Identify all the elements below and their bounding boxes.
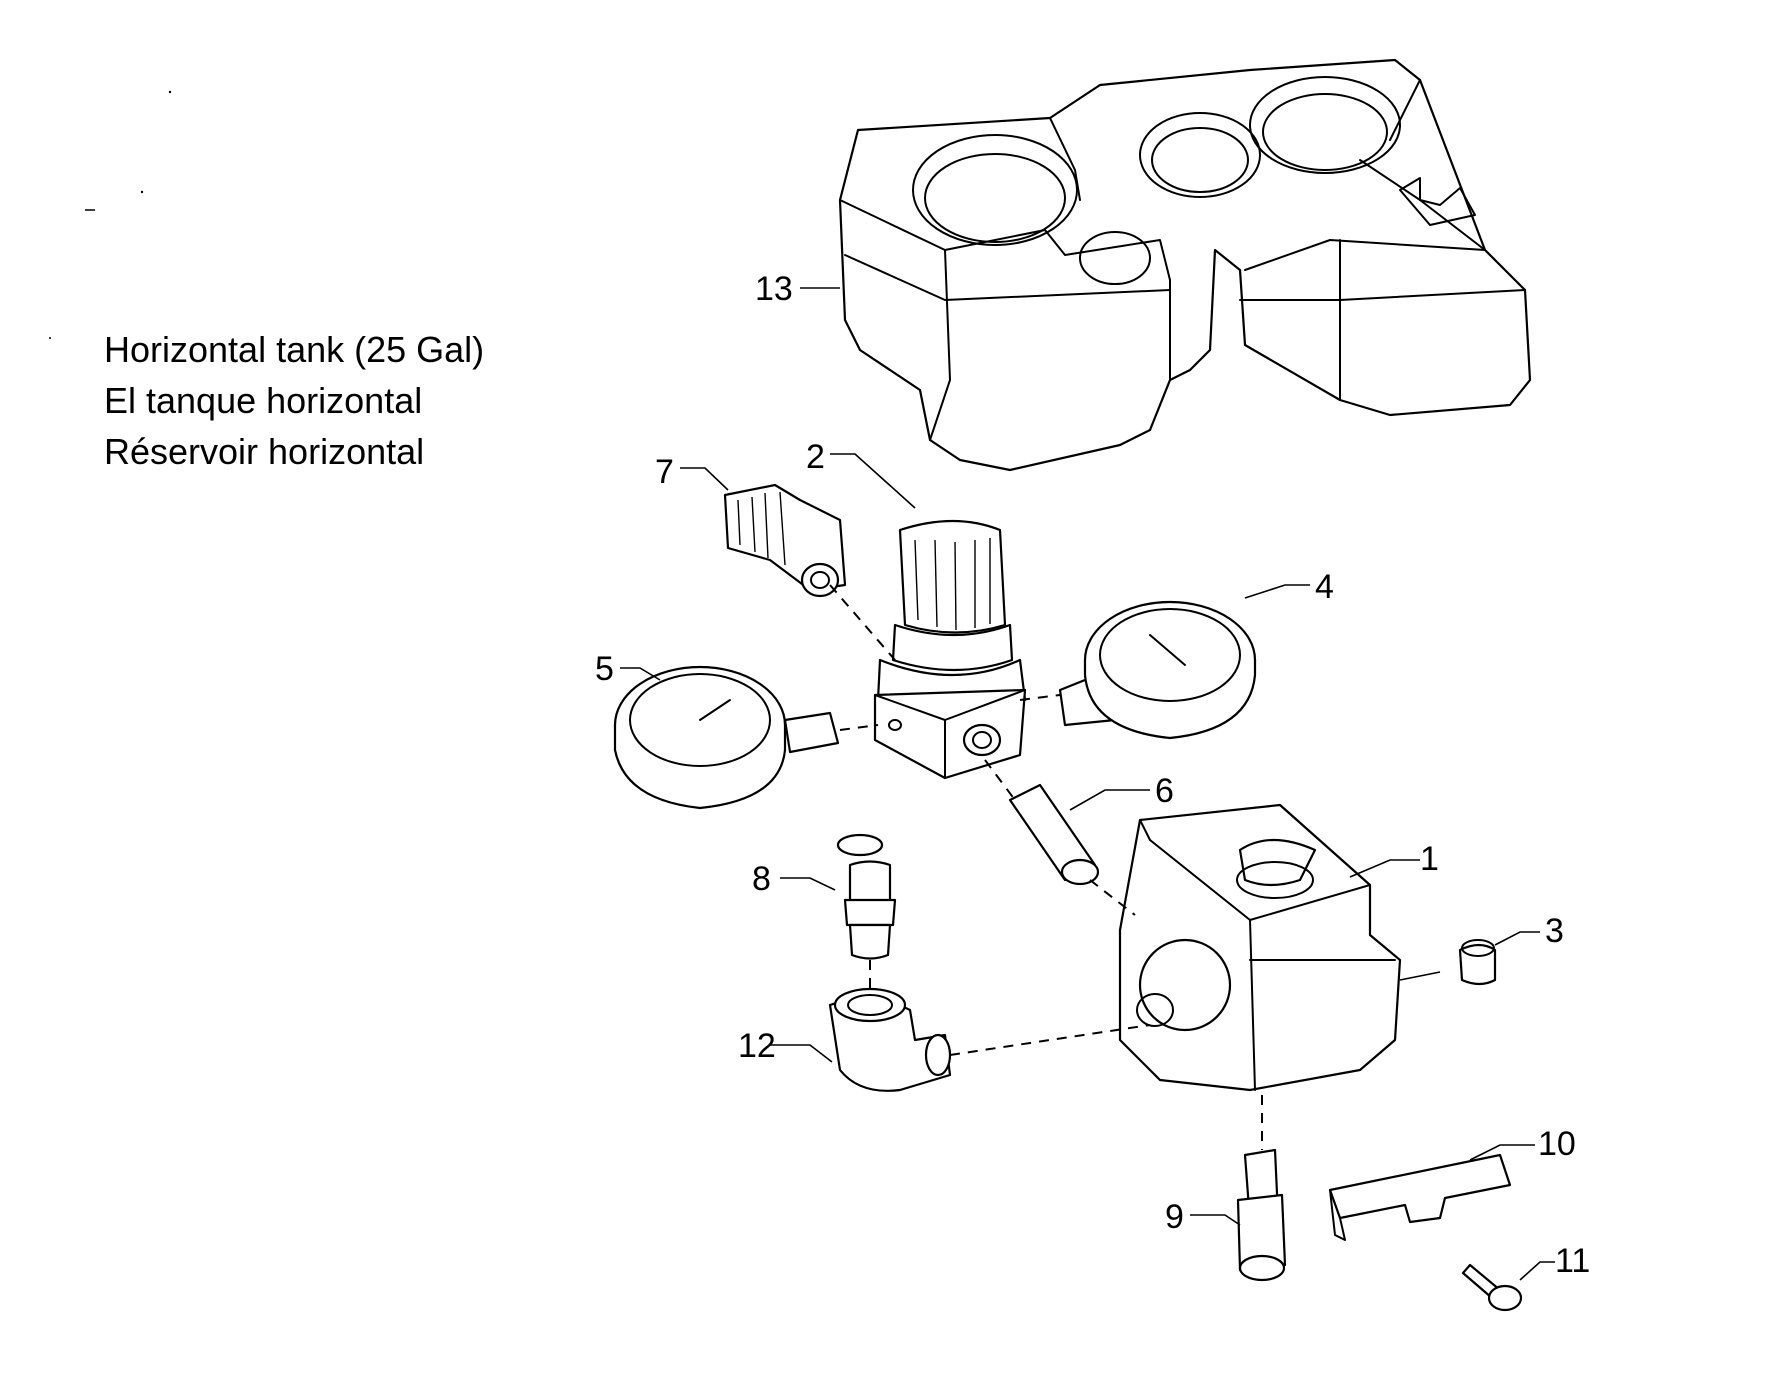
callout-1: 1 <box>1420 840 1439 878</box>
part-2-regulator <box>830 453 1027 780</box>
part-6-nipple <box>1008 783 1150 886</box>
callout-11: 11 <box>1555 1242 1590 1280</box>
callout-13: 13 <box>755 270 793 308</box>
callout-10: 10 <box>1538 1125 1576 1163</box>
callout-6: 6 <box>1155 772 1174 810</box>
part-5-gauge <box>613 665 840 810</box>
callout-9: 9 <box>1165 1198 1184 1236</box>
callout-5: 5 <box>595 650 614 688</box>
callout-2: 2 <box>806 438 825 476</box>
scan-specks <box>49 90 172 339</box>
part-10-bracket <box>1328 1144 1535 1241</box>
part-8-check-valve <box>780 833 897 960</box>
callout-7: 7 <box>655 453 674 491</box>
part-7-coupler <box>680 467 847 598</box>
callout-12: 12 <box>738 1027 776 1065</box>
assembly-dashed-lines <box>829 584 1263 1150</box>
part-13-cover <box>800 58 1532 472</box>
callout-3: 3 <box>1545 912 1564 950</box>
part-4-gauge <box>1058 584 1310 740</box>
title-line-french: Réservoir horizontal <box>104 431 425 472</box>
part-1-pressure-switch <box>1118 803 1441 1092</box>
part-3-plug <box>1458 931 1540 986</box>
part-12-elbow <box>770 987 952 1092</box>
callout-labels: 13 2 7 4 5 6 1 8 3 12 10 9 11 <box>595 270 1590 1280</box>
diagram-title: Horizontal tank (25 Gal) El tanque horiz… <box>104 324 484 477</box>
callout-4: 4 <box>1315 568 1334 606</box>
title-line-spanish: El tanque horizontal <box>104 380 423 421</box>
part-11-screw <box>1461 1261 1555 1312</box>
part-9-unloader-valve <box>1190 1148 1287 1282</box>
callout-8: 8 <box>752 860 771 898</box>
title-line-english: Horizontal tank (25 Gal) <box>104 329 485 370</box>
